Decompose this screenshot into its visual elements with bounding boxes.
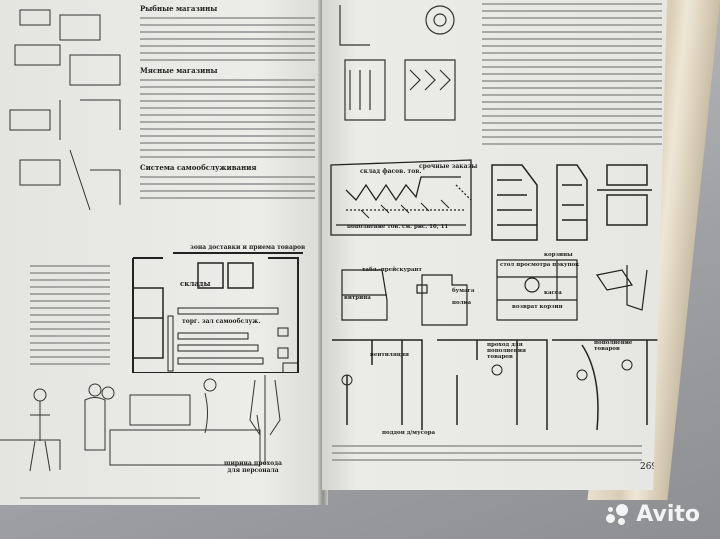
sales-floor-zigzag-plan <box>330 159 472 236</box>
paper-label: бумага <box>452 288 475 294</box>
left-page: Рыбные магазины Мясные магазины Система … <box>0 0 325 505</box>
left-text-column: Рыбные магазины Мясные магазины Система … <box>140 4 315 204</box>
storage-label: склады <box>180 279 211 288</box>
top-diagrams <box>339 5 456 121</box>
restock-goods-label: пополнение товаров <box>594 340 633 352</box>
avito-watermark: Avito <box>606 502 700 527</box>
right-text-column <box>482 3 662 150</box>
aisle-width-label: ширина прохода для персонала <box>224 460 282 474</box>
price-board-label: табл.-прейскурант <box>362 267 422 273</box>
restock-label: пополнение тов. см. рис. 10, 11 <box>347 224 449 230</box>
showcase-label: витрина <box>344 295 371 301</box>
avito-text: Avito <box>636 502 700 527</box>
cashier-label: касса <box>544 290 562 296</box>
zone-label: зона доставки и приема товаров <box>190 244 306 251</box>
sales-floor-label: торг. зал самообслуж. <box>182 318 261 325</box>
right-page: склад фасов. тов. срочные заказы пополне… <box>322 0 667 490</box>
basket-return-label: возврат корзин <box>512 304 563 310</box>
store-floor-plan <box>132 252 303 373</box>
baskets-label: корзины <box>544 252 573 258</box>
plan-legend-text <box>30 265 110 370</box>
bottom-caption <box>20 497 200 504</box>
bottom-captions <box>332 445 642 466</box>
packed-storage-label: склад фасов. тов. <box>360 168 422 175</box>
aisle-scenes <box>332 339 663 431</box>
urgent-orders-label: срочные заказы <box>419 163 478 170</box>
ventilation-label: вентиляция <box>370 352 409 358</box>
furniture-sketches <box>9 9 121 211</box>
shelf-label: полка <box>452 300 472 306</box>
heading-fish: Рыбные магазины <box>140 4 218 13</box>
avito-logo-icon <box>606 503 632 526</box>
page-number: 269 <box>640 462 658 472</box>
restock-aisle-label: проход для пополнения товаров <box>487 342 526 360</box>
counter-scene-illustration <box>0 375 281 472</box>
trash-tray-label: поддон д/мусора <box>382 430 436 436</box>
shelf-sections <box>491 164 652 241</box>
heading-meat: Мясные магазины <box>140 66 218 75</box>
heading-self-service: Система самообслуживания <box>140 163 257 172</box>
inspection-table-label: стол просмотра покупок <box>500 262 580 268</box>
fixtures-row <box>341 259 648 326</box>
